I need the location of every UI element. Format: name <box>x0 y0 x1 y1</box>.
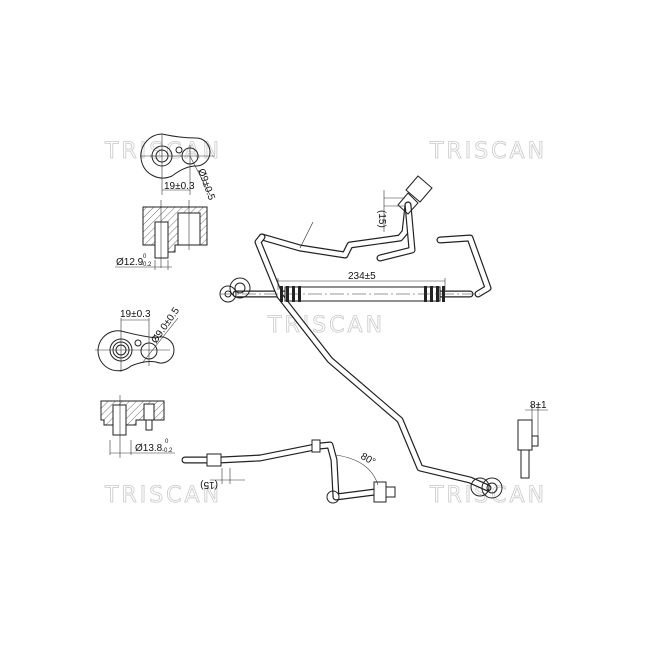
watermark: TRISCAN <box>104 483 222 508</box>
hole-diameter-label: Ø9±0.5 <box>195 167 217 202</box>
fitting-bottom-plan: 19±0.3 Ø9.0±0.5 <box>95 305 182 372</box>
hole-diameter-label: Ø9.0±0.5 <box>149 305 182 345</box>
stem-diameter-label: Ø12.9 <box>116 257 144 268</box>
tolerance-lower: -0.2 <box>141 262 152 268</box>
width-label: 8±1 <box>530 400 547 411</box>
main-pipe-assembly: 234±5 (15) <box>219 175 503 499</box>
angle-label: 80° <box>359 451 378 468</box>
sensor-offset-label: (15) <box>376 210 387 228</box>
fitting-top-section: Ø12.9 0 -0.2 <box>115 200 208 270</box>
tolerance-upper: 0 <box>165 439 169 445</box>
offset-label: (15) <box>200 479 218 490</box>
fitting-bottom-section: Ø13.8 0 -0.2 <box>100 395 175 458</box>
detail-right-view: 8±1 <box>517 400 548 479</box>
pitch-label: 19±0.3 <box>120 309 151 320</box>
watermark: TRISCAN <box>267 313 385 338</box>
watermark: TRISCAN <box>429 139 547 164</box>
watermark: TRISCAN <box>104 139 222 164</box>
stem-diameter-label: Ø13.8 <box>135 443 163 454</box>
detail-bottom-view: 80° (15) <box>181 439 396 504</box>
pitch-label: 19±0.3 <box>164 181 195 192</box>
tolerance-lower: -0.2 <box>162 448 173 454</box>
hose-length-label: 234±5 <box>348 271 376 282</box>
tolerance-upper: 0 <box>143 254 147 260</box>
